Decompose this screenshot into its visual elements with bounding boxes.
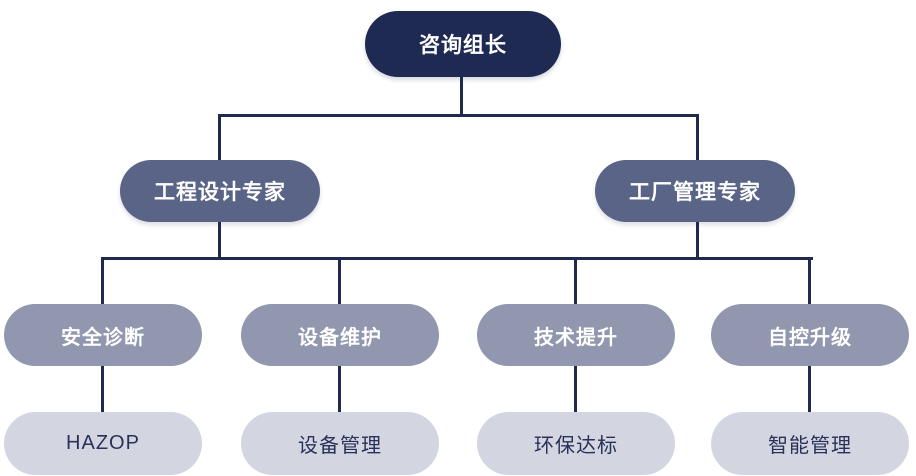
org-node-level3-safety-diagnosis: 安全诊断 xyxy=(4,304,202,366)
connector-level2-right-drop xyxy=(696,114,699,161)
connector-level3-drop xyxy=(574,257,577,305)
connector-level4-drop xyxy=(574,366,577,413)
connector-level3-drop xyxy=(338,257,341,305)
org-node-level4-equipment-management: 设备管理 xyxy=(241,412,439,475)
connector-level3-bus xyxy=(102,257,813,260)
org-node-level3-equipment-maintenance: 设备维护 xyxy=(241,304,439,366)
connector-level3-drop xyxy=(101,257,104,305)
connector-level3-drop xyxy=(808,257,811,305)
org-node-level2-factory-management-expert: 工厂管理专家 xyxy=(595,160,795,222)
connector-level4-drop xyxy=(808,366,811,413)
org-node-level4-environmental-compliance: 环保达标 xyxy=(477,412,675,475)
org-node-level2-engineering-design-expert: 工程设计专家 xyxy=(120,160,320,222)
connector-level4-drop xyxy=(338,366,341,413)
org-node-level3-technology-improvement: 技术提升 xyxy=(477,304,675,366)
connector-level2-bus xyxy=(218,114,699,117)
connector-root-drop xyxy=(460,77,463,115)
org-node-level3-automation-upgrade: 自控升级 xyxy=(711,304,909,366)
connector-level2-right-down xyxy=(696,222,699,259)
connector-level2-left-down xyxy=(218,222,221,259)
connector-level4-drop xyxy=(101,366,104,413)
org-node-level4-intelligent-management: 智能管理 xyxy=(711,412,909,475)
org-node-root: 咨询组长 xyxy=(365,11,561,77)
org-node-level4-hazop: HAZOP xyxy=(4,412,202,475)
connector-level2-left-drop xyxy=(218,114,221,161)
